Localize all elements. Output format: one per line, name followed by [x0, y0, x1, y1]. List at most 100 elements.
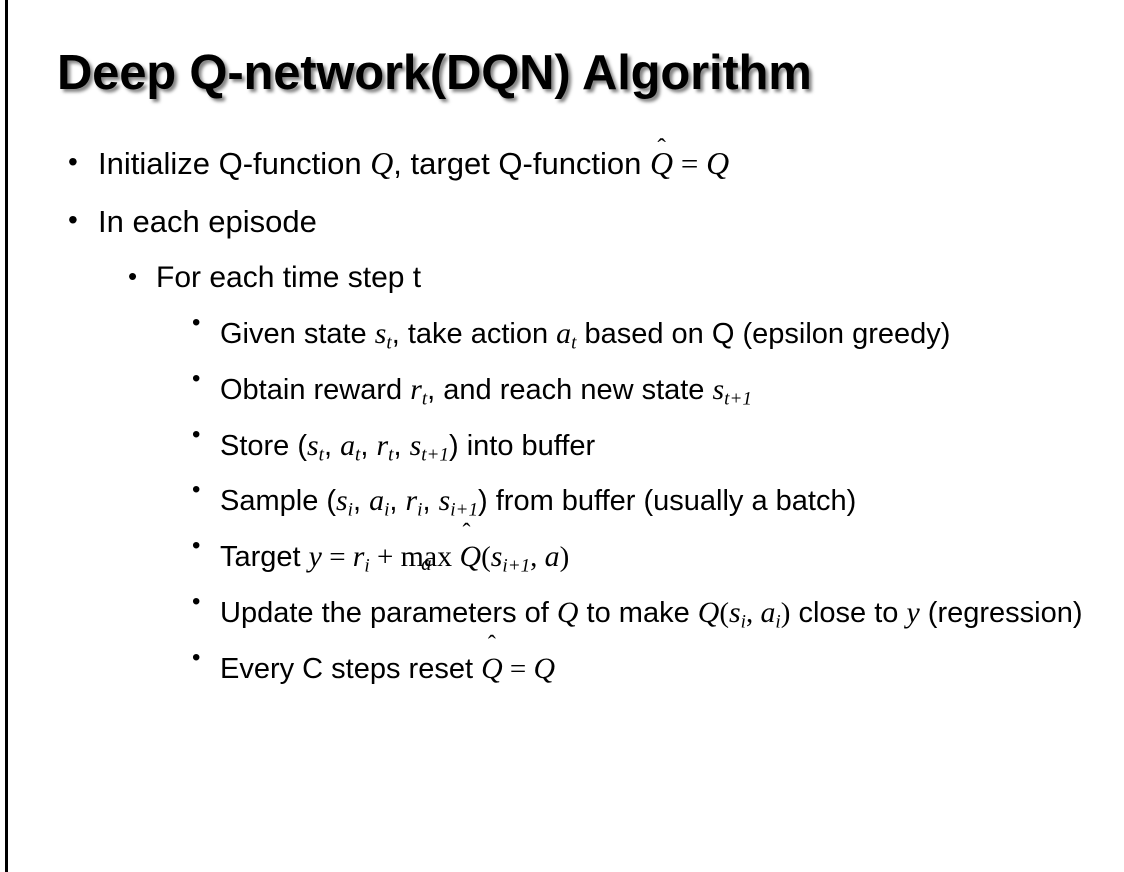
math-var-s: s — [712, 372, 725, 406]
list-item-each-time-step: • For each time step t — [0, 260, 1124, 294]
bullet-marker: • — [68, 146, 78, 177]
list-item-text: Store (st, at, rt, st+1) into buffer — [220, 423, 1124, 470]
math-subscript-t-plus-1: t+1 — [724, 388, 752, 410]
text-fragment: , target Q-function — [393, 146, 651, 181]
list-item-text: For each time step t — [156, 260, 422, 294]
math-equals: = — [502, 652, 534, 685]
list-item-each-episode: • In each episode — [0, 203, 1124, 239]
math-paren-open: ( — [481, 541, 491, 574]
text-fragment: Q — [459, 540, 482, 574]
math-var-a: a — [556, 316, 572, 350]
text-fragment: (regression) — [919, 597, 1083, 630]
text-fragment: , — [323, 429, 341, 462]
text-fragment: Update the parameters of — [220, 597, 557, 630]
bullet-marker: • — [192, 532, 201, 560]
bullet-marker: • — [192, 308, 201, 336]
bullet-marker: • — [192, 364, 201, 392]
text-fragment: Sample ( — [220, 485, 337, 518]
math-subscript-i: i — [384, 500, 390, 522]
math-subscript-i: i — [417, 500, 423, 522]
math-subscript-t-plus-1: t+1 — [421, 444, 449, 466]
math-var-s: s — [336, 484, 348, 518]
math-var-a: a — [544, 540, 560, 574]
text-fragment: , and reach new state — [427, 373, 713, 406]
math-subscript-t: t — [386, 332, 392, 354]
math-var-q: Q — [533, 651, 556, 685]
bullet-marker: • — [68, 203, 78, 235]
math-var-a: a — [760, 596, 776, 630]
list-item-initialize: • Initialize Q-function Q, target Q-func… — [0, 148, 1124, 180]
math-subscript-t: t — [355, 444, 361, 466]
math-max-subscript: a — [421, 551, 432, 576]
text-fragment: , take action — [391, 317, 557, 350]
math-var-s2: s — [438, 484, 451, 518]
page-title: Deep Q-network(DQN) Algorithm — [57, 46, 812, 100]
list-item-text: In each episode — [98, 203, 317, 239]
math-var-y: y — [906, 596, 920, 630]
list-item-text: Sample (si, ai, ri, si+1) from buffer (u… — [220, 478, 1124, 525]
text-fragment: to make — [578, 597, 698, 630]
bullet-marker: • — [192, 476, 201, 504]
list-item-update-parameters: • Update the parameters of Q to make Q(s… — [0, 590, 1124, 637]
list-item-given-state: • Given state st, take action at based o… — [0, 308, 1124, 358]
math-var-q2: Q — [697, 596, 720, 630]
list-item-reset-target-network: • Every C steps reset Q̂ = Q — [0, 643, 1124, 691]
text-fragment: max — [400, 540, 453, 574]
math-var-q-hat: Q̂ — [481, 646, 503, 691]
math-subscript-t: t — [318, 444, 324, 466]
list-item-sample-buffer: • Sample (si, ai, ri, si+1) from buffer … — [0, 478, 1124, 525]
text-fragment: ) from buffer (usually a batch) — [478, 485, 857, 518]
text-fragment: Initialize Q-function — [98, 146, 371, 181]
math-var-q-hat: Q̂ — [452, 534, 482, 579]
text-fragment: Store ( — [220, 429, 308, 462]
text-fragment: , — [393, 429, 410, 462]
math-subscript-i-plus-1: i+1 — [502, 555, 531, 577]
text-fragment: ) into buffer — [449, 429, 596, 462]
text-fragment: Q — [370, 146, 394, 181]
math-subscript-t: t — [388, 444, 394, 466]
list-item-text: Every C steps reset Q̂ = Q — [220, 646, 1124, 691]
math-var-s: s — [307, 428, 319, 462]
slide-left-border — [5, 0, 8, 872]
math-var-a: a — [369, 484, 385, 518]
math-comma: , — [530, 541, 545, 574]
list-item-text: Given state st, take action at based on … — [220, 311, 1124, 358]
text-fragment: based on Q (epsilon greedy) — [576, 317, 951, 350]
text-fragment: , — [360, 429, 377, 462]
math-paren-close: ) — [780, 597, 791, 630]
math-var-q: Q — [556, 596, 579, 630]
math-subscript-t: t — [571, 332, 577, 354]
text-fragment: Q — [481, 651, 503, 685]
math-var-s2: s — [409, 428, 422, 462]
list-item-text: Obtain reward rt, and reach new state st… — [220, 367, 1124, 414]
bullet-marker: • — [128, 260, 138, 291]
text-fragment: , — [422, 485, 439, 518]
math-subscript-i-plus-1: i+1 — [450, 500, 479, 522]
math-var-q-hat: Q̂ — [650, 148, 673, 180]
text-fragment: Target — [220, 541, 309, 574]
math-equals: = — [673, 146, 707, 181]
bullet-marker: • — [192, 420, 201, 448]
math-subscript-i: i — [775, 611, 781, 633]
math-paren-close: ) — [559, 541, 570, 574]
list-item-text: Update the parameters of Q to make Q(si,… — [220, 590, 1124, 637]
math-var-r: r — [405, 484, 418, 518]
bullet-marker: • — [192, 643, 201, 671]
math-var-a: a — [340, 428, 356, 462]
text-fragment: , — [353, 485, 370, 518]
math-subscript-t: t — [421, 388, 428, 410]
text-fragment: Q — [650, 146, 674, 181]
math-var-q2: Q — [706, 146, 730, 181]
list-item-store-buffer: • Store (st, at, rt, st+1) into buffer — [0, 420, 1124, 470]
text-fragment: Given state — [220, 317, 375, 350]
text-fragment: Every C steps reset — [220, 652, 482, 685]
math-var-r: r — [410, 372, 422, 406]
text-fragment: , — [389, 485, 406, 518]
math-equals: = — [321, 541, 353, 574]
bullet-marker: • — [192, 588, 201, 616]
math-plus: + — [369, 541, 401, 574]
text-fragment: Obtain reward — [220, 373, 411, 406]
list-item-text: Initialize Q-function Q, target Q-functi… — [98, 148, 1124, 180]
